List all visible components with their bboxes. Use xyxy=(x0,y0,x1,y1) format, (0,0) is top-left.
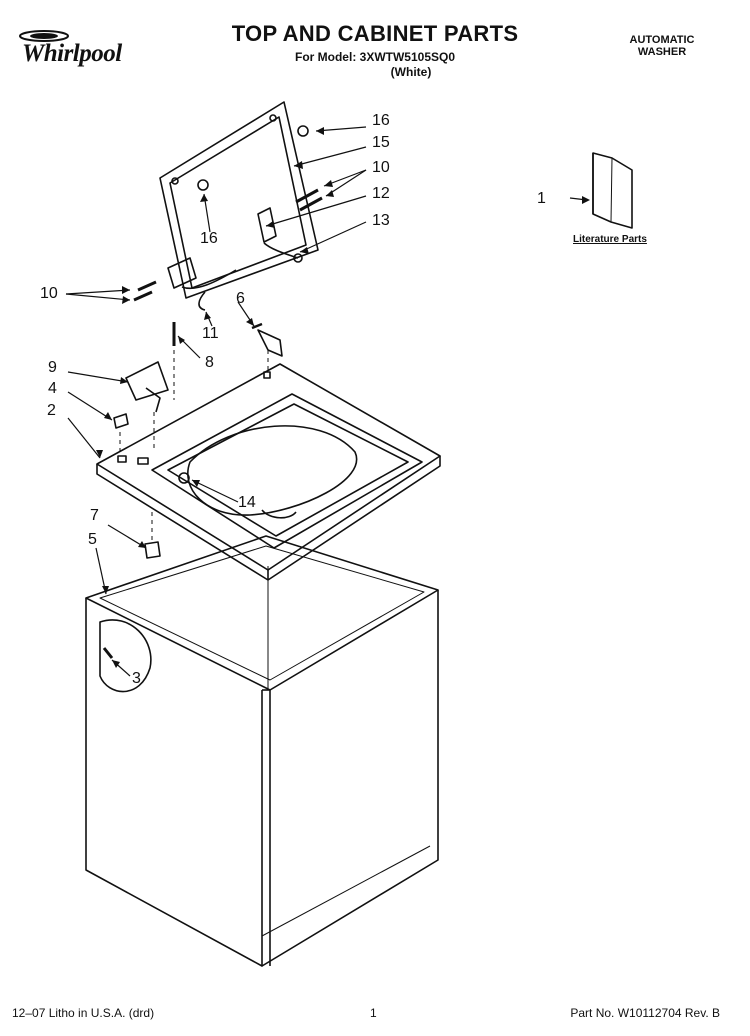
callout-5: 5 xyxy=(88,531,97,548)
literature-booklet xyxy=(592,152,633,229)
nut xyxy=(144,541,161,559)
callout-13: 13 xyxy=(372,212,390,229)
alignment-lines xyxy=(119,350,269,540)
page-title: TOP AND CABINET PARTS xyxy=(231,21,519,46)
callout-3: 3 xyxy=(132,670,141,687)
callout-2: 2 xyxy=(47,402,56,419)
logo-swoosh-icon xyxy=(19,30,69,42)
product-type-line2: WASHER xyxy=(637,46,687,58)
model-line: For Model: 3XWTW5105SQ0 xyxy=(294,50,456,64)
callout-6: 6 xyxy=(236,290,245,307)
callout-14: 14 xyxy=(238,494,256,511)
litho-note: 12–07 Litho in U.S.A. (drd) xyxy=(12,1006,155,1020)
whirlpool-logo: Whirlpool xyxy=(8,22,148,72)
callout-10-upper: 10 xyxy=(372,159,390,176)
callout-16-upper: 16 xyxy=(372,112,390,129)
part-number: Part No. W10112704 Rev. B xyxy=(570,1006,720,1020)
lid-switch-parts xyxy=(113,322,176,429)
cabinet xyxy=(85,535,439,967)
callout-9: 9 xyxy=(48,359,57,376)
callout-8: 8 xyxy=(205,354,214,371)
callout-10-lower: 10 xyxy=(40,285,58,302)
lid-assembly xyxy=(133,101,323,311)
callout-11: 11 xyxy=(202,325,219,342)
callout-16-lower: 16 xyxy=(200,230,218,247)
callout-1: 1 xyxy=(537,190,546,207)
callout-7: 7 xyxy=(90,507,99,524)
callout-15: 15 xyxy=(372,134,390,151)
arrowheads xyxy=(96,127,590,668)
product-type-line1: AUTOMATIC xyxy=(629,34,695,46)
literature-parts-label: Literature Parts xyxy=(573,234,647,245)
product-type: AUTOMATIC WASHER xyxy=(602,34,722,58)
callout-4: 4 xyxy=(48,380,57,397)
callout-12: 12 xyxy=(372,185,390,202)
logo-wordmark: Whirlpool xyxy=(22,40,122,67)
lid-hinge xyxy=(251,322,283,357)
color-line: (White) xyxy=(390,65,432,79)
page-number: 1 xyxy=(370,1006,377,1020)
